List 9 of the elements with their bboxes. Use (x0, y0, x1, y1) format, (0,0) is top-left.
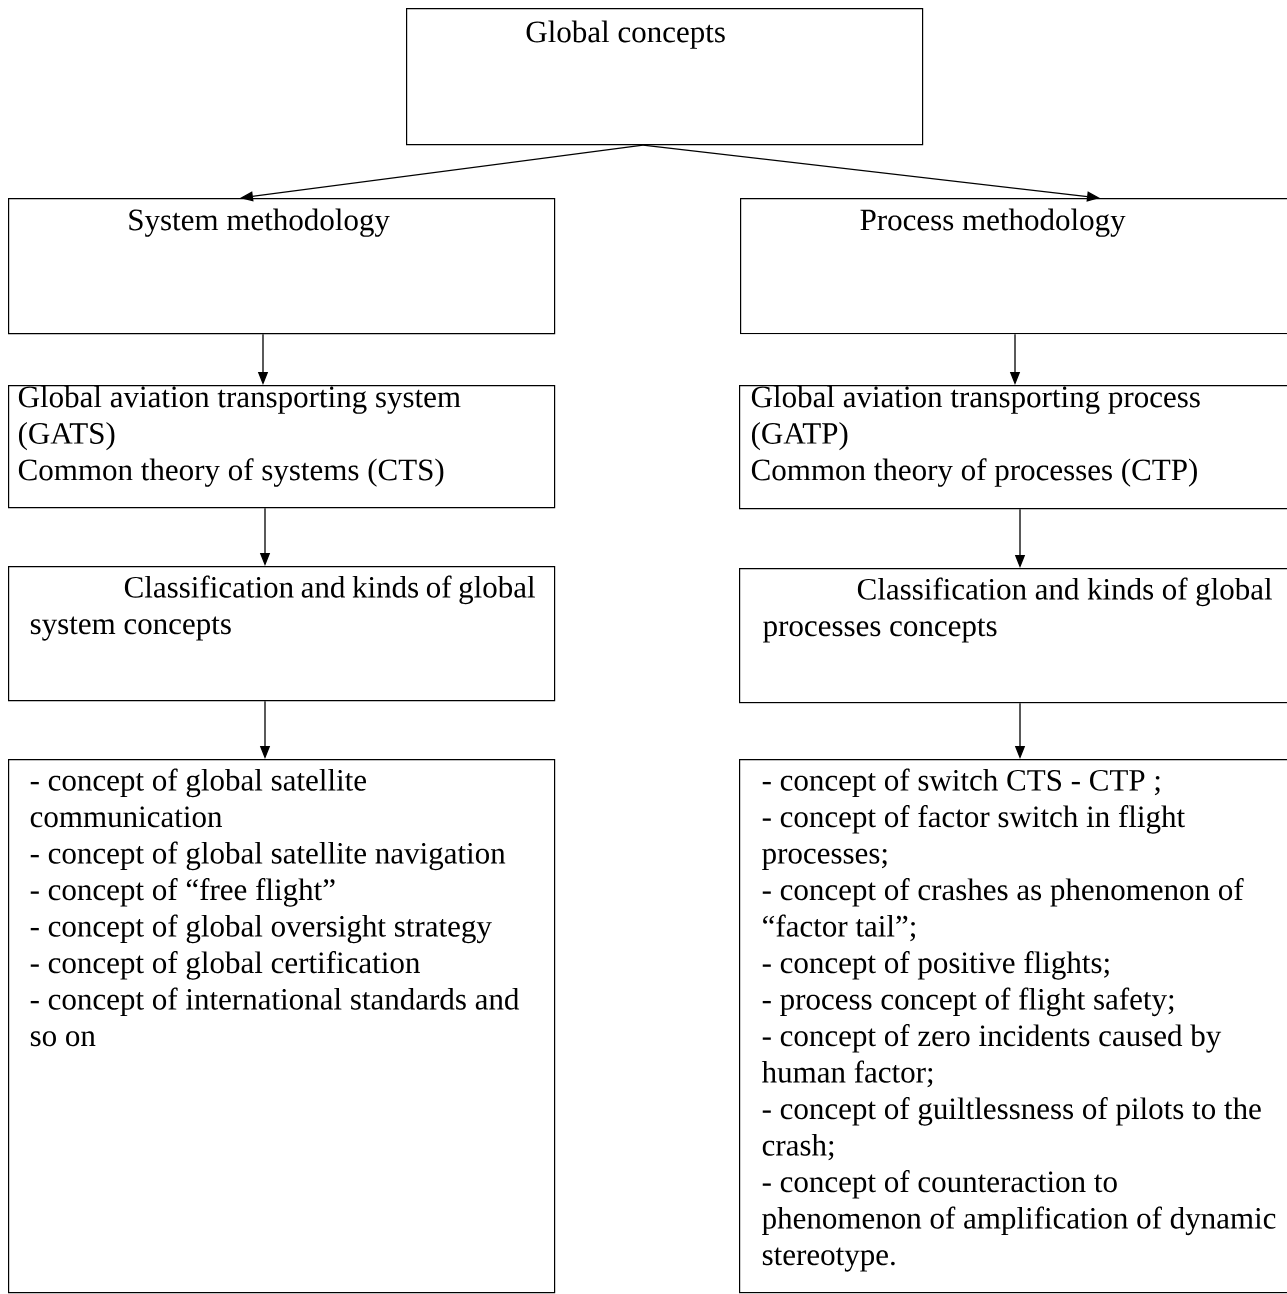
concept-box: Global aviation transporting system (GATS) Common theory of systems (CTS) (8, 385, 556, 509)
list-box: - concept of switch CTS - CTP ; - concept of factor switch in flight processes; - concept of crashes as phenomenon of “factor tail”; - concept of positive flights; - process concept of flight safety; - concept of zero incidents caused by human factor; - concept of guiltlessness of pilots to the crash; - concept of counteraction to phenomenon of amplification of dynamic stereotype. (739, 759, 1287, 1294)
concept-box: Global aviation transporting process (GATP) Common theory of processes (CTP) (739, 385, 1287, 510)
concept-box: Classification and kinds of global processes concepts (739, 568, 1287, 704)
concept-box: Global concepts (406, 8, 924, 146)
concept-box: Process methodology (740, 198, 1287, 335)
concept-box: System methodology (8, 198, 556, 335)
list-box: - concept of global satellite communication - concept of global satellite navigation - concept of “free flight” - concept of global oversight strategy - concept of global certification - concept of international standards and so on (8, 759, 556, 1294)
concept-box: Classification and kinds of global system concepts (8, 566, 556, 702)
